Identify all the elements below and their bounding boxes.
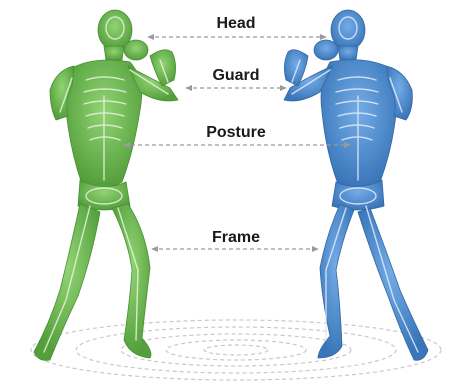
- guard-label: Guard: [212, 67, 259, 85]
- floor-ring-4: [166, 340, 306, 360]
- posture-label: Posture: [206, 124, 266, 142]
- head-label: Head: [216, 15, 255, 33]
- blue-skeleton-fighter: [284, 10, 428, 360]
- green-skeleton-fighter: [34, 10, 178, 360]
- floor-ring-3: [121, 334, 351, 366]
- floor-rings: [31, 320, 441, 380]
- frame-label: Frame: [212, 229, 260, 247]
- floor-ring-outer: [31, 320, 441, 380]
- floor-ring-2: [76, 327, 396, 373]
- floor-ring-inner: [204, 345, 268, 355]
